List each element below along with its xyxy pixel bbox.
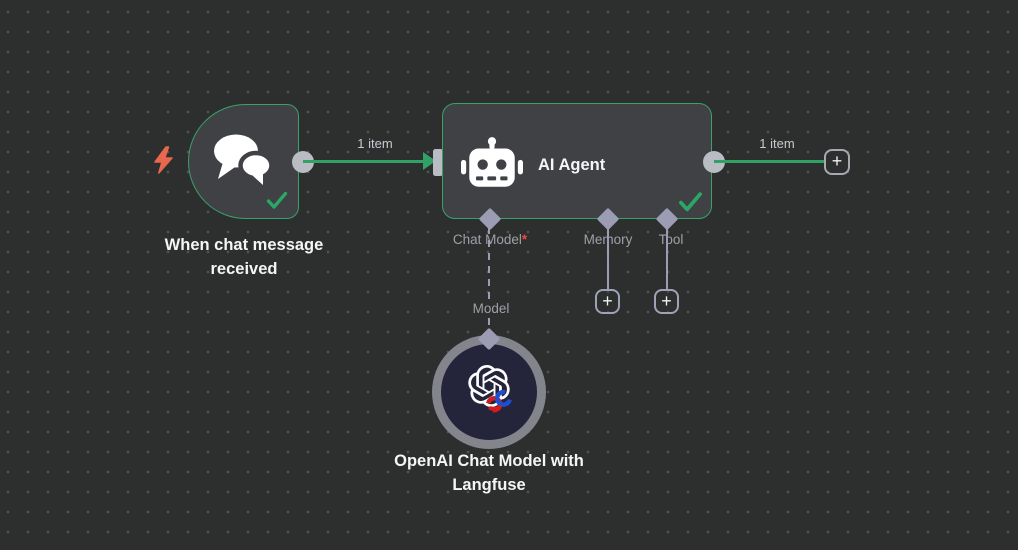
connection-agent-output[interactable] — [714, 160, 825, 163]
success-check-icon — [266, 191, 288, 209]
tool-port-label: Tool — [658, 232, 684, 247]
trigger-node-title: When chat message received — [164, 236, 324, 278]
add-memory-button[interactable]: + — [595, 289, 620, 314]
langfuse-links-icon — [485, 390, 512, 413]
chat-model-label-text: Chat Model — [452, 232, 522, 247]
connection-trigger-to-agent[interactable] — [303, 160, 425, 163]
chat-bubbles-icon — [214, 134, 274, 185]
agent-input-port[interactable] — [433, 149, 443, 176]
chat-model-port-label: Chat Model* — [430, 232, 550, 247]
add-tool-button[interactable]: + — [654, 289, 679, 314]
agent-node-title: AI Agent — [538, 156, 606, 174]
chat-model-connection[interactable] — [488, 227, 490, 333]
model-connection-label: Model — [451, 300, 531, 317]
memory-connector-line — [607, 227, 609, 290]
required-marker: * — [521, 232, 528, 247]
connection-items-count: 1 item — [357, 136, 393, 151]
add-next-node-button[interactable]: + — [824, 149, 850, 175]
node-ai-agent[interactable]: AI Agent — [442, 103, 712, 219]
robot-icon — [461, 137, 523, 187]
connection-arrowhead-icon — [423, 152, 436, 170]
openai-node-title: OpenAI Chat Model with Langfuse — [394, 452, 584, 494]
connection-items-count: 1 item — [759, 136, 795, 151]
success-check-icon — [679, 192, 702, 212]
node-when-chat-message-received[interactable] — [188, 104, 299, 219]
lightning-icon — [154, 146, 173, 174]
tool-connector-line — [666, 227, 668, 290]
